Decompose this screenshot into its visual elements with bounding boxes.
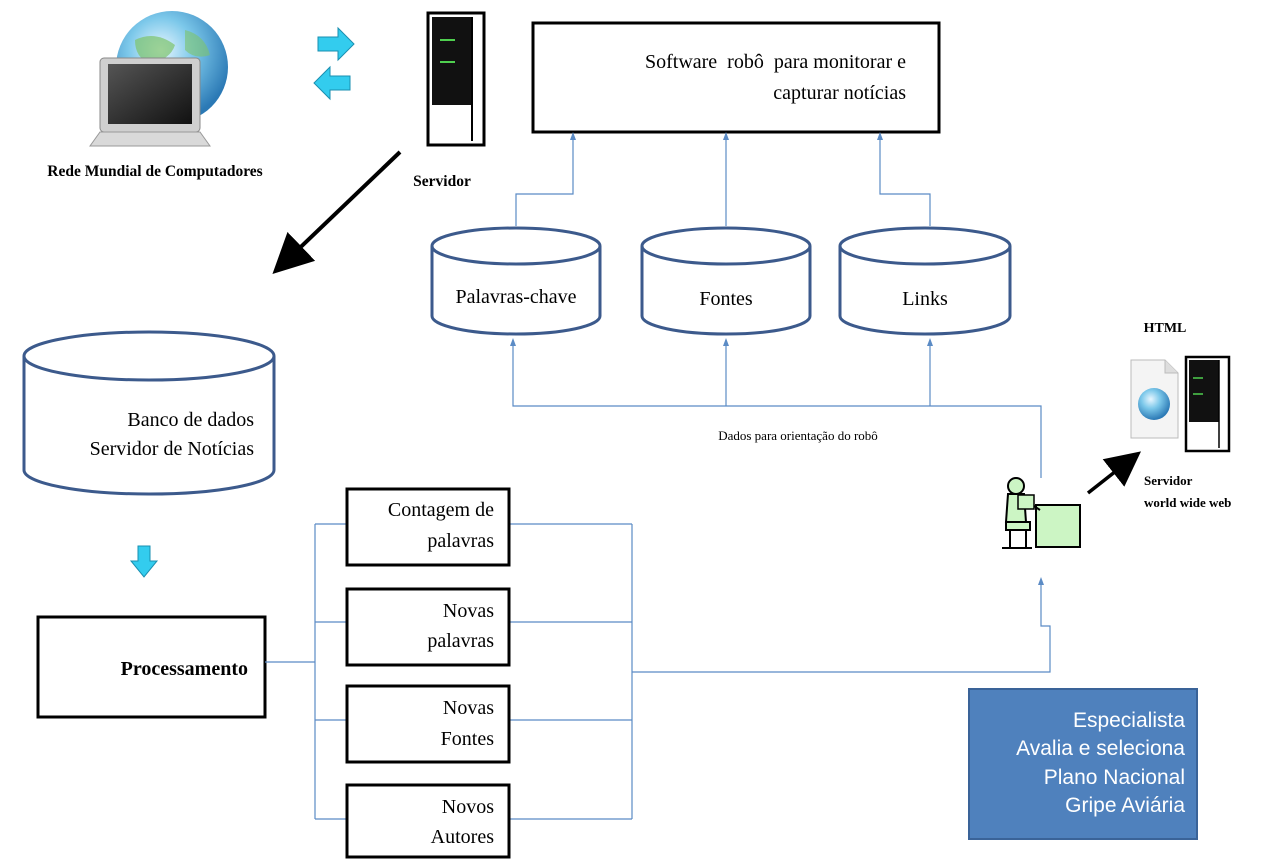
output-word-count-line1: Contagem de [388,499,494,521]
output-new-words-line1: Novas [443,600,494,622]
web-document-server-icon [1130,355,1231,453]
specialist-box-line1: Especialista [1073,709,1185,732]
guidance-arrowheads [510,338,933,346]
flow-arrow-to-web-server [1086,451,1142,495]
computer-globe-icon [89,11,228,147]
specialist-input-arrowhead [1038,577,1044,585]
server-tower-icon [426,11,486,147]
robot-software-box [531,21,941,134]
html-server-line2: world wide web [1144,495,1231,510]
robot-connector-arrowheads [570,132,883,140]
output-new-sources-line1: Novas [443,697,494,719]
bidirectional-arrows-icon [313,26,355,101]
database-links-label: Links [902,288,948,310]
network-label: Rede Mundial de Computadores [47,163,262,180]
specialist-box-line2: Avalia e seleciona [1016,737,1185,760]
specialist-box [968,688,1198,840]
robot-box-line2: capturar notícias [773,82,906,104]
main-database [22,330,276,496]
robot-db-connectors [515,134,931,226]
processing-label: Processamento [121,658,248,680]
database-links [838,226,1012,336]
output-word-count [345,487,511,567]
down-arrow-icon [129,545,159,578]
output-new-authors-line2: Autores [431,826,495,848]
output-new-words-line2: palavras [427,630,494,652]
database-sources-label: Fontes [699,288,753,310]
guidance-label: Dados para orientação do robô [718,428,878,443]
flow-arrow-server-to-db [272,150,402,275]
main-db-line1: Banco de dados [127,409,254,431]
server-label: Servidor [413,173,471,190]
database-keywords [430,226,602,336]
processing-connectors [265,523,1051,820]
output-new-authors [345,783,511,859]
output-new-words [345,587,511,667]
html-server-title: HTML [1144,321,1187,336]
html-server-line1: Servidor [1144,473,1193,488]
output-new-sources-line2: Fontes [441,728,495,750]
processing-box [36,615,267,719]
database-keywords-label: Palavras-chave [455,286,576,308]
output-new-authors-line1: Novos [442,796,494,818]
robot-box-line1: Software robô para monitorar e [645,51,906,73]
output-new-sources [345,684,511,764]
guidance-connectors [512,340,1042,478]
output-word-count-line2: palavras [427,530,494,552]
specialist-box-line3: Plano Nacional [1044,766,1185,789]
person-at-computer-icon [1002,477,1081,549]
main-db-line2: Servidor de Notícias [90,438,255,460]
database-sources [640,226,812,336]
specialist-box-line4: Gripe Aviária [1065,794,1185,817]
